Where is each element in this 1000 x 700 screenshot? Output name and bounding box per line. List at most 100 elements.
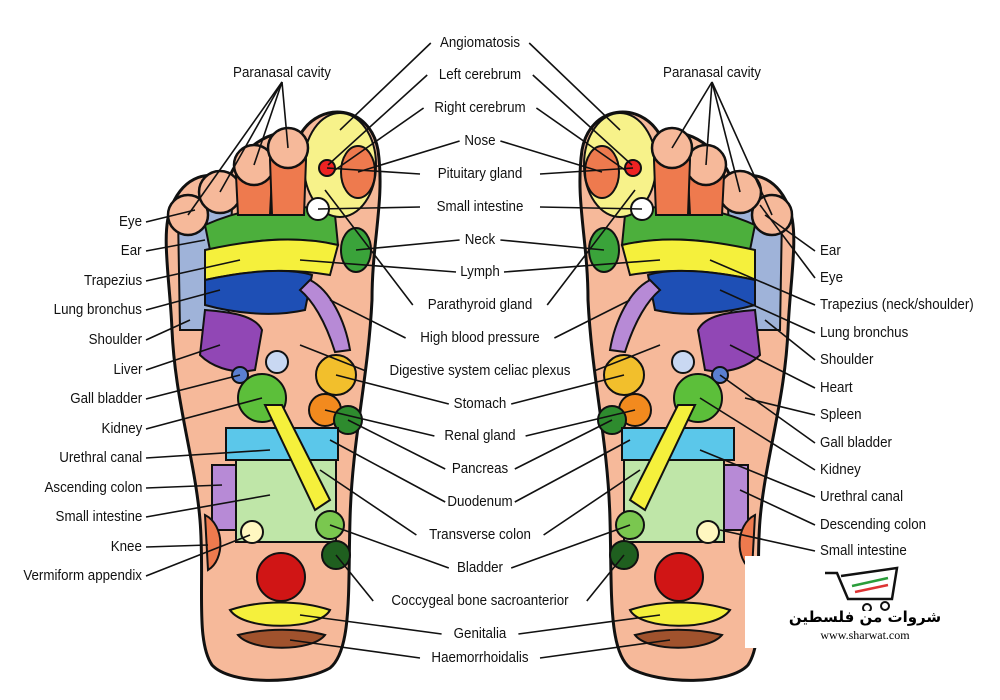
leader-line xyxy=(335,374,449,405)
right-label: Spleen xyxy=(820,407,862,423)
leader-line xyxy=(324,189,414,306)
leader-line xyxy=(543,469,641,536)
left-label: Small intestine xyxy=(55,509,142,525)
leader-line xyxy=(510,524,631,569)
leader-line xyxy=(729,344,816,389)
right-label: Shoulder xyxy=(820,352,874,368)
leader-line xyxy=(500,140,603,173)
leader-line xyxy=(719,529,816,552)
leader-line xyxy=(281,81,289,149)
leader-line xyxy=(299,259,457,273)
center-label: Small intestine xyxy=(436,199,524,215)
leader-line xyxy=(334,107,425,171)
left-foot xyxy=(164,110,382,682)
left-label: Liver xyxy=(113,362,142,378)
leader-line xyxy=(539,167,634,175)
right-label: Gall bladder xyxy=(820,435,892,451)
center-label: Digestive system celiac plexus xyxy=(389,363,571,379)
leader-line xyxy=(593,344,661,372)
left-label: Knee xyxy=(110,539,142,555)
leader-line xyxy=(319,469,417,536)
leader-line xyxy=(719,374,816,444)
leader-line xyxy=(145,259,241,282)
leader-line xyxy=(339,42,432,131)
leader-line xyxy=(145,397,263,430)
leader-line xyxy=(539,206,643,210)
center-label: High blood pressure xyxy=(420,330,540,346)
leader-line xyxy=(764,214,816,252)
right-label: Heart xyxy=(820,380,853,396)
leader-line xyxy=(355,239,460,251)
right-label: Urethral canal xyxy=(820,489,904,505)
center-label: Genitalia xyxy=(453,626,507,642)
leader-line xyxy=(317,206,421,210)
leader-line xyxy=(145,449,271,459)
leader-line xyxy=(145,534,251,577)
leader-line xyxy=(145,484,223,489)
center-label: Left cerebrum xyxy=(438,67,522,83)
leader-line xyxy=(299,344,367,372)
leader-line xyxy=(327,74,428,166)
leader-line xyxy=(554,299,631,339)
leader-line xyxy=(514,439,631,503)
leader-line xyxy=(145,494,271,518)
leader-line xyxy=(145,544,209,548)
leader-line xyxy=(511,374,625,405)
left-label: Urethral canal xyxy=(58,450,142,466)
left-label: Ascending colon xyxy=(44,480,142,496)
leader-lines xyxy=(145,42,816,659)
leader-line xyxy=(219,81,283,193)
center-label: Right cerebrum xyxy=(434,100,526,116)
leader-line xyxy=(699,397,816,471)
watermark-url: www.sharwat.com xyxy=(820,628,910,642)
leader-line xyxy=(503,259,661,273)
left-label: Shoulder xyxy=(88,332,142,348)
center-label: Pancreas xyxy=(451,461,509,477)
right-label: Small intestine xyxy=(820,543,907,559)
center-label: Angiomatosis xyxy=(439,35,521,51)
leader-line xyxy=(289,639,421,659)
shopping-cart-icon xyxy=(825,566,899,611)
leader-line xyxy=(145,289,221,311)
leader-line xyxy=(299,614,442,635)
leader-line xyxy=(709,259,816,306)
leader-line xyxy=(759,204,816,279)
left-label: Gall bladder xyxy=(70,391,142,407)
leader-line xyxy=(145,374,241,400)
leader-line xyxy=(586,554,625,602)
leader-line xyxy=(326,167,421,175)
leader-line xyxy=(253,81,283,166)
left-label: Lung bronchus xyxy=(53,302,142,318)
center-label: Haemorrhoidalis xyxy=(431,650,529,666)
leader-line xyxy=(518,614,661,635)
leader-line xyxy=(532,74,633,166)
right-label: Kidney xyxy=(820,462,861,478)
leader-line xyxy=(514,419,613,470)
center-label: Neck xyxy=(464,232,496,248)
leader-line xyxy=(525,409,636,437)
leader-line xyxy=(357,140,460,173)
center-label: Duodenum xyxy=(447,494,513,510)
leader-line xyxy=(329,524,450,569)
leader-line xyxy=(699,449,816,498)
right-label: Lung bronchus xyxy=(820,325,909,341)
left-label: Trapezius xyxy=(83,273,142,289)
leader-line xyxy=(719,289,816,334)
watermark: شروات من فلسطين www.sharwat.com xyxy=(745,556,985,648)
leader-line xyxy=(711,81,773,216)
leader-line xyxy=(500,239,605,251)
leader-line xyxy=(705,81,713,166)
center-label: Bladder xyxy=(457,560,503,576)
leader-line xyxy=(546,189,636,306)
left-label: Ear xyxy=(121,243,142,259)
leader-line xyxy=(145,319,191,341)
right-label: Descending colon xyxy=(820,517,927,533)
right-label: Ear xyxy=(820,243,841,259)
paranasal-label-right: Paranasal cavity xyxy=(663,65,761,81)
leader-line xyxy=(145,239,206,252)
center-label: Pituitary gland xyxy=(437,166,523,182)
leader-line xyxy=(329,439,446,503)
leader-line xyxy=(145,344,221,371)
